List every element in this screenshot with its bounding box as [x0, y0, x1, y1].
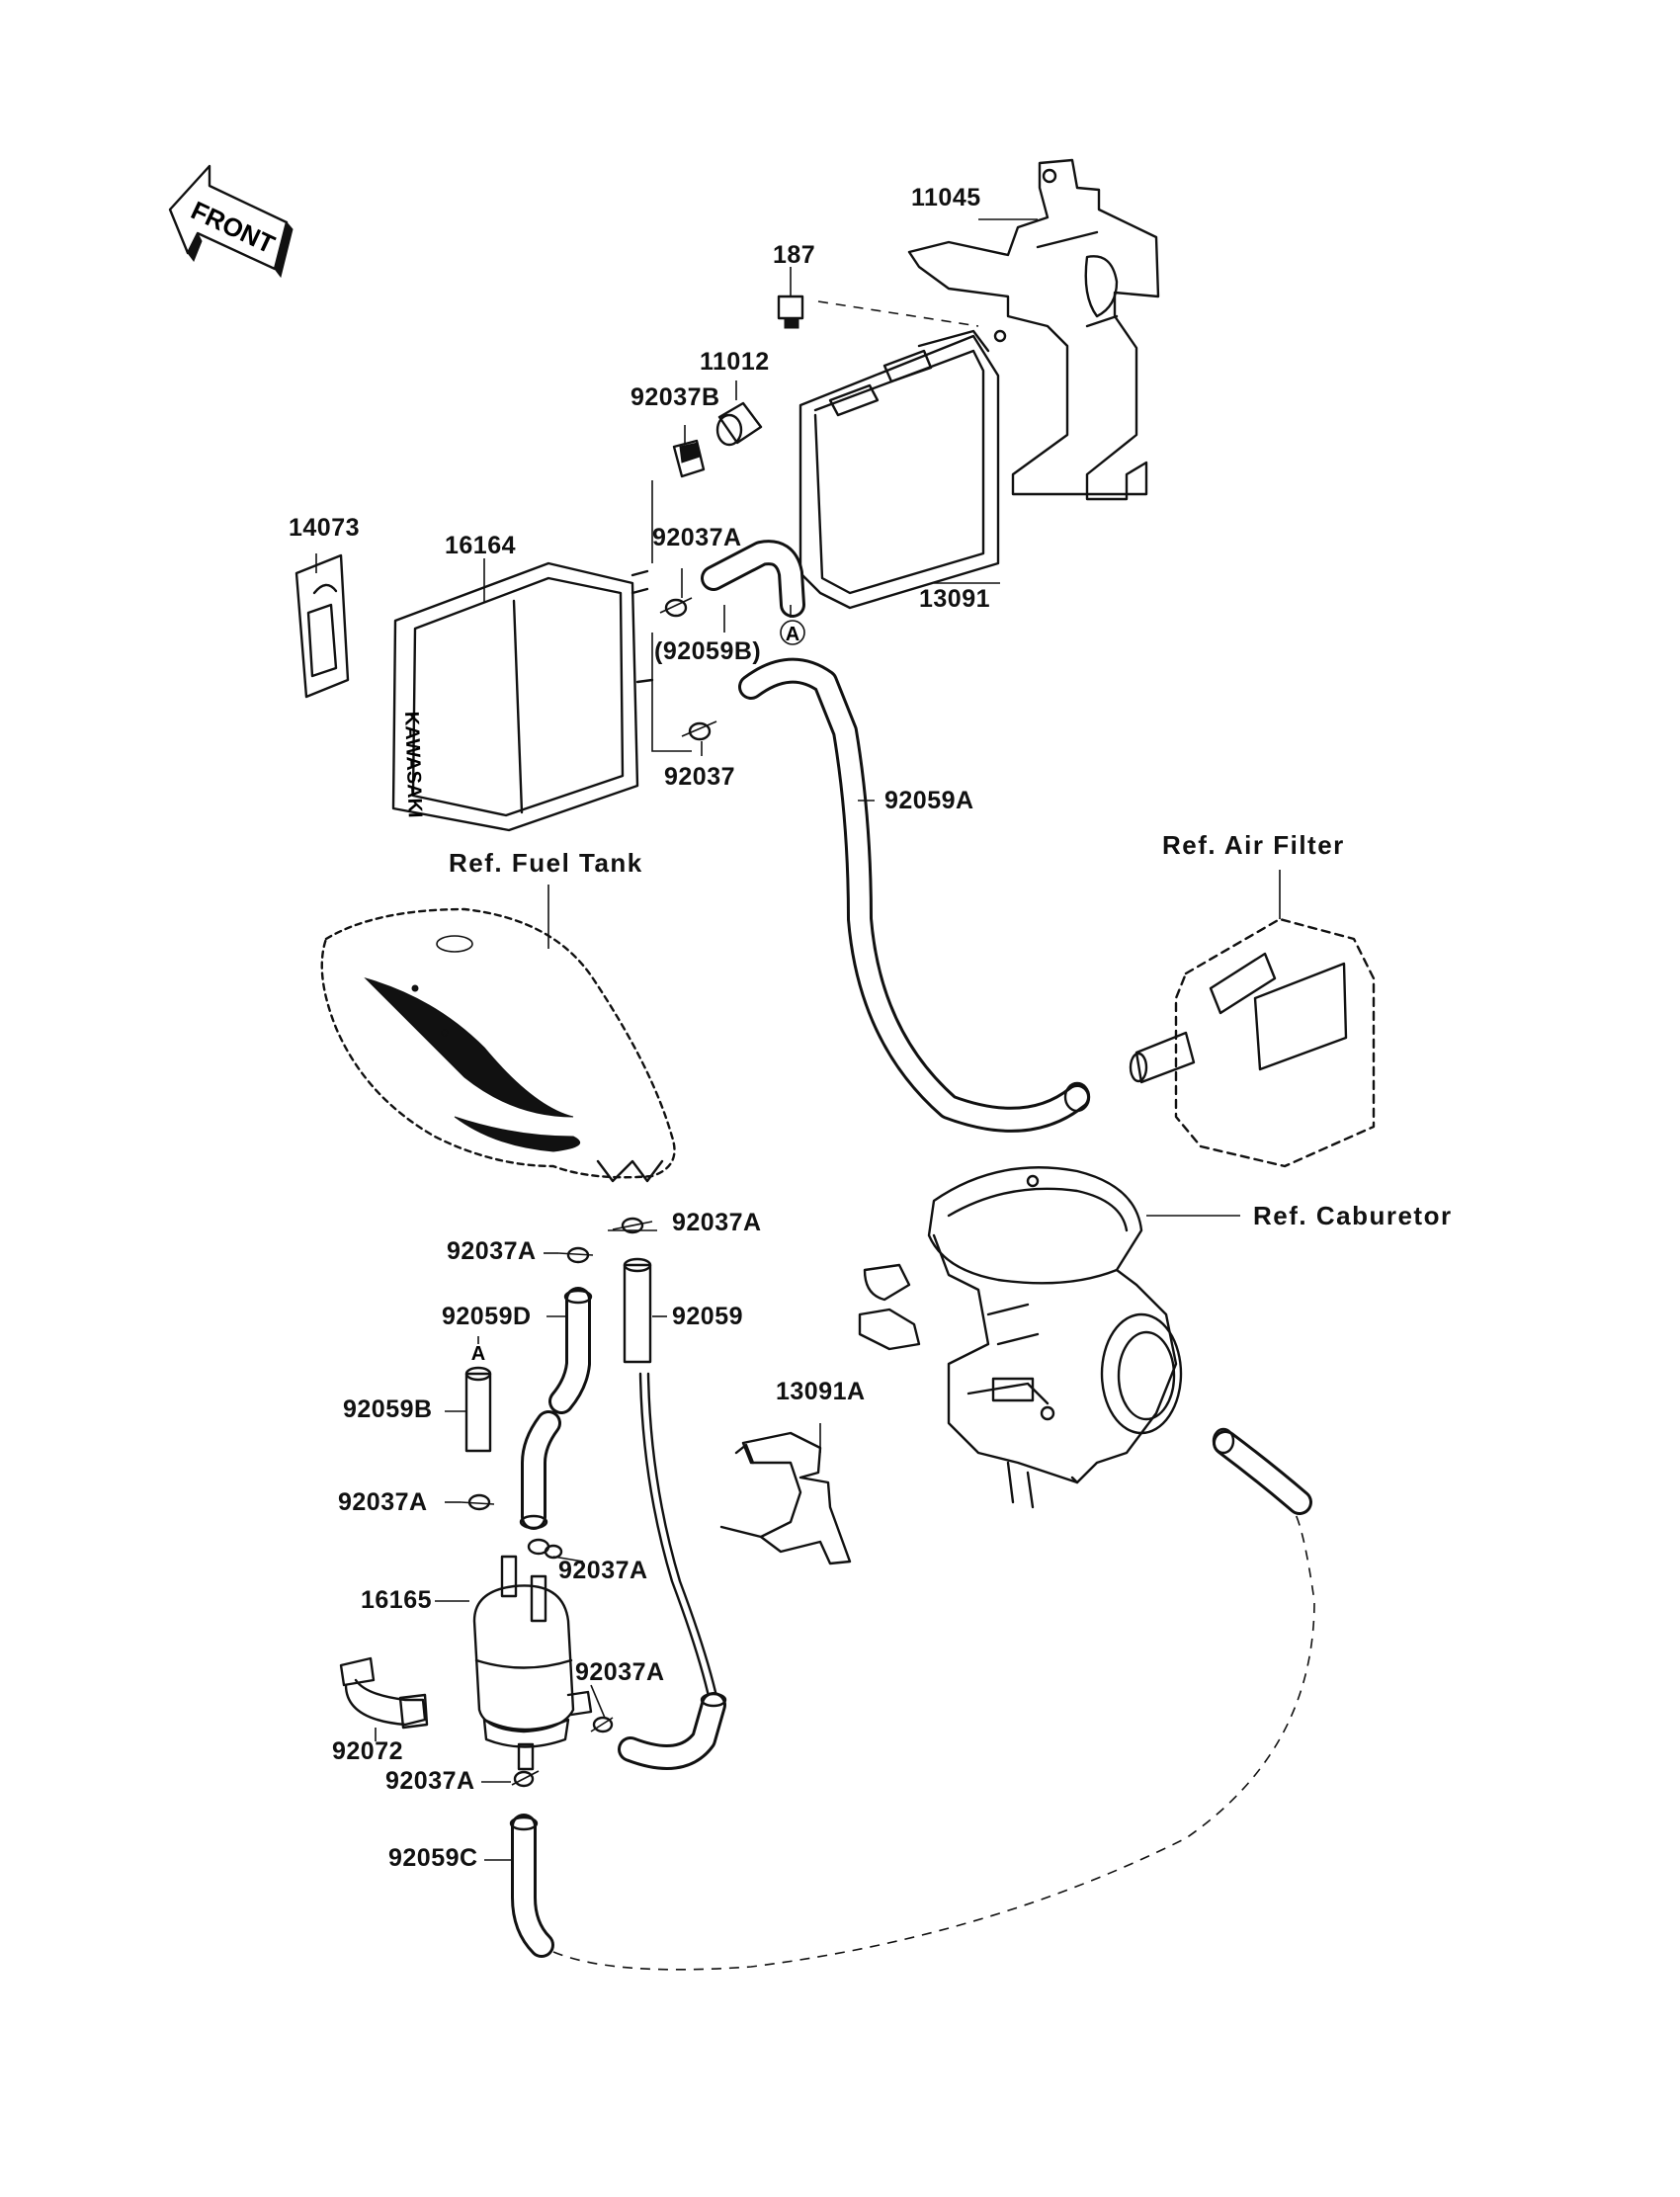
- strap-92072: [339, 1656, 429, 1741]
- label-16164: 16164: [445, 532, 517, 559]
- clamp-92037A-3: [557, 1246, 594, 1264]
- hose-92059D: [548, 1287, 593, 1414]
- leader-lines: [315, 218, 1038, 1861]
- label-92037A-3: 92037A: [447, 1237, 537, 1265]
- label-92037A-4: 92037A: [338, 1488, 428, 1516]
- canister-16164: KAWASAKI: [391, 561, 692, 832]
- clamp-92037A-top: [659, 597, 693, 618]
- dashed-fuel-line: [552, 1511, 1315, 1971]
- label-92037A-6: 92037A: [575, 1658, 665, 1686]
- front-arrow-icon: FRONT: [168, 164, 294, 279]
- hose-92059D-lower: [519, 1410, 561, 1530]
- bracket-13091A: [719, 1423, 852, 1565]
- hose-92059B-short: [701, 540, 805, 618]
- svg-text:A: A: [786, 624, 799, 645]
- label-ref-fuel-tank: Ref. Fuel Tank: [449, 848, 643, 878]
- label-92059D: 92059D: [442, 1303, 532, 1330]
- label-92059B: 92059B: [343, 1395, 433, 1423]
- clamp-92037B: [651, 439, 706, 563]
- label-16165: 16165: [361, 1586, 433, 1614]
- label-13091A: 13091A: [776, 1378, 866, 1405]
- clamp-92037A-4: [460, 1493, 495, 1511]
- label-14073: 14073: [289, 514, 361, 542]
- label-13091: 13091: [919, 585, 991, 613]
- label-92059B-paren: (92059B): [654, 637, 762, 665]
- label-11012: 11012: [700, 348, 770, 376]
- carburetor-reference: [858, 1166, 1240, 1509]
- hose-92059C: [509, 1814, 554, 1958]
- label-92059A: 92059A: [884, 787, 974, 814]
- label-92059C: 92059C: [388, 1844, 478, 1872]
- fuel-filter-16165: [435, 1555, 593, 1771]
- air-filter-reference: [1129, 870, 1376, 1168]
- bracket-11045: [907, 158, 1160, 501]
- canister-cover-13091: [798, 329, 1000, 610]
- hose-carb-drain: [1212, 1427, 1312, 1515]
- marker-a-top: A: [780, 620, 805, 645]
- clamp-92037A-7: [511, 1770, 540, 1788]
- label-11045: 11045: [911, 184, 981, 211]
- clamp-92037A-2: [612, 1217, 653, 1234]
- label-92037A-2: 92037A: [672, 1209, 762, 1236]
- collar-11012: [715, 401, 763, 447]
- hose-92059A: [738, 657, 1091, 1133]
- fuel-tank-reference: [320, 907, 676, 1183]
- label-92059: 92059: [672, 1303, 744, 1330]
- holder-14073: [294, 553, 350, 699]
- clamp-92037A-6: [590, 1716, 614, 1733]
- label-92037A-top: 92037A: [652, 524, 742, 551]
- clamp-92037: [681, 720, 717, 741]
- tube-92059B: [464, 1366, 492, 1453]
- label-92037: 92037: [664, 763, 736, 791]
- label-92037A-7: 92037A: [385, 1767, 475, 1795]
- canister-brand-text: KAWASAKI: [400, 711, 426, 817]
- label-92037A-5: 92037A: [558, 1557, 648, 1584]
- bolt-187: [777, 295, 979, 329]
- tube-92059: [623, 1257, 721, 1712]
- label-ref-carburetor: Ref. Caburetor: [1253, 1201, 1453, 1230]
- label-ref-air-filter: Ref. Air Filter: [1162, 830, 1345, 860]
- svg-text:A: A: [471, 1343, 485, 1365]
- label-92072: 92072: [332, 1737, 404, 1765]
- hose-filter-outlet: [618, 1692, 727, 1770]
- marker-a-mid: A: [471, 1336, 485, 1365]
- label-187: 187: [773, 241, 816, 269]
- label-92037B: 92037B: [630, 383, 720, 411]
- clamp-92037A-5: [527, 1538, 563, 1560]
